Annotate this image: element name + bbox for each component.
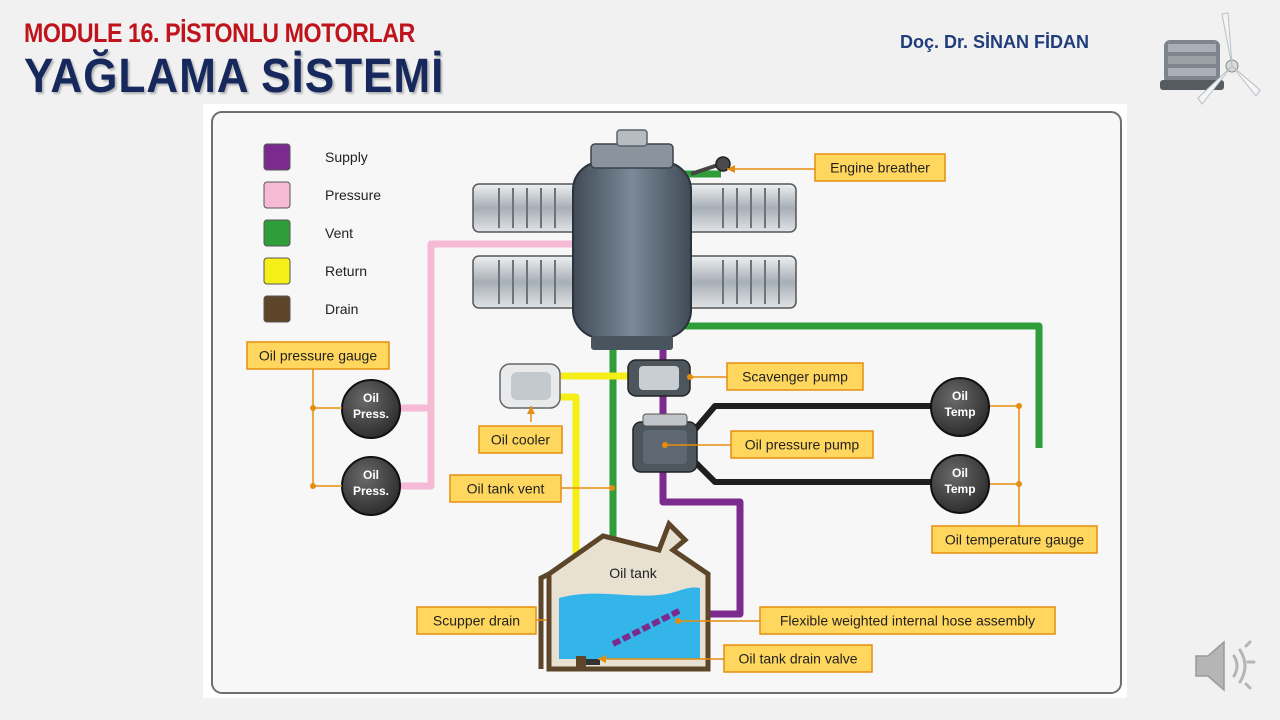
legend-label-drain: Drain [325, 301, 358, 317]
svg-text:Temp: Temp [944, 405, 975, 419]
legend-swatch-supply [263, 143, 291, 171]
oil-press-gauge-bottom: Oil Press. [341, 456, 401, 516]
svg-text:Press.: Press. [353, 407, 389, 421]
callout-label-oil-tank-vent: Oil tank vent [467, 481, 545, 497]
engine [472, 129, 797, 350]
svg-text:Temp: Temp [944, 482, 975, 496]
callout-box-oil-temperature-gauge [931, 525, 1098, 554]
callout-label-oil-pressure-gauge: Oil pressure gauge [259, 348, 378, 364]
leader-arrowheads [527, 165, 735, 663]
callout-label-oil-temperature-gauge: Oil temperature gauge [945, 532, 1085, 548]
callout-box-engine-breather [814, 153, 946, 182]
callout-label-scupper-drain: Scupper drain [433, 613, 520, 629]
svg-text:Oil: Oil [952, 466, 968, 480]
svg-text:Oil: Oil [952, 389, 968, 403]
svg-text:Oil: Oil [363, 391, 379, 405]
legend-label-vent: Vent [325, 225, 353, 241]
callout-box-flexible-hose [759, 606, 1056, 635]
engine-breather [690, 156, 731, 176]
callout-label-scavenger-pump: Scavenger pump [742, 369, 848, 385]
main-title: YAĞLAMA SİSTEMİ [24, 50, 445, 103]
callout-label-oil-cooler: Oil cooler [491, 432, 550, 448]
callout-label-oil-tank-drain-valve: Oil tank drain valve [738, 651, 857, 667]
callout-box-oil-tank-drain-valve [723, 644, 873, 673]
legend-label-return: Return [325, 263, 367, 279]
radial-engine-propeller-icon [1160, 12, 1261, 105]
callout-box-oil-pressure-pump [730, 430, 874, 459]
leader-dots [310, 374, 1022, 624]
oil-press-gauge-top: Oil Press. [341, 379, 401, 439]
callout-box-oil-cooler [478, 425, 563, 454]
oil-cooler [499, 363, 561, 409]
legend-swatch-return [263, 257, 291, 285]
speaker-icon[interactable] [1190, 634, 1260, 698]
oil-temp-gauge-bottom: Oil Temp [930, 454, 990, 514]
callout-box-scupper-drain [416, 606, 537, 635]
tank-label: Oil tank [609, 565, 657, 581]
callout-box-oil-pressure-gauge [246, 341, 390, 370]
callout-label-flexible-hose: Flexible weighted internal hose assembly [780, 613, 1035, 629]
svg-text:Oil: Oil [363, 468, 379, 482]
callout-label-oil-pressure-pump: Oil pressure pump [745, 437, 860, 453]
legend-label-supply: Supply [325, 149, 368, 165]
scavenger-pump [627, 359, 691, 397]
legend-swatch-pressure [263, 181, 291, 209]
svg-text:Press.: Press. [353, 484, 389, 498]
legend-swatch-drain [263, 295, 291, 323]
callout-label-engine-breather: Engine breather [830, 160, 930, 176]
legend-label-pressure: Pressure [325, 187, 381, 203]
legend-swatch-vent [263, 219, 291, 247]
oil-temp-gauge-top: Oil Temp [930, 377, 990, 437]
author-name: Doç. Dr. SİNAN FİDAN [900, 32, 1090, 52]
callout-box-scavenger-pump [726, 362, 864, 391]
module-title: MODULE 16. PİSTONLU MOTORLAR [24, 18, 415, 48]
callout-box-oil-tank-vent [449, 474, 562, 503]
